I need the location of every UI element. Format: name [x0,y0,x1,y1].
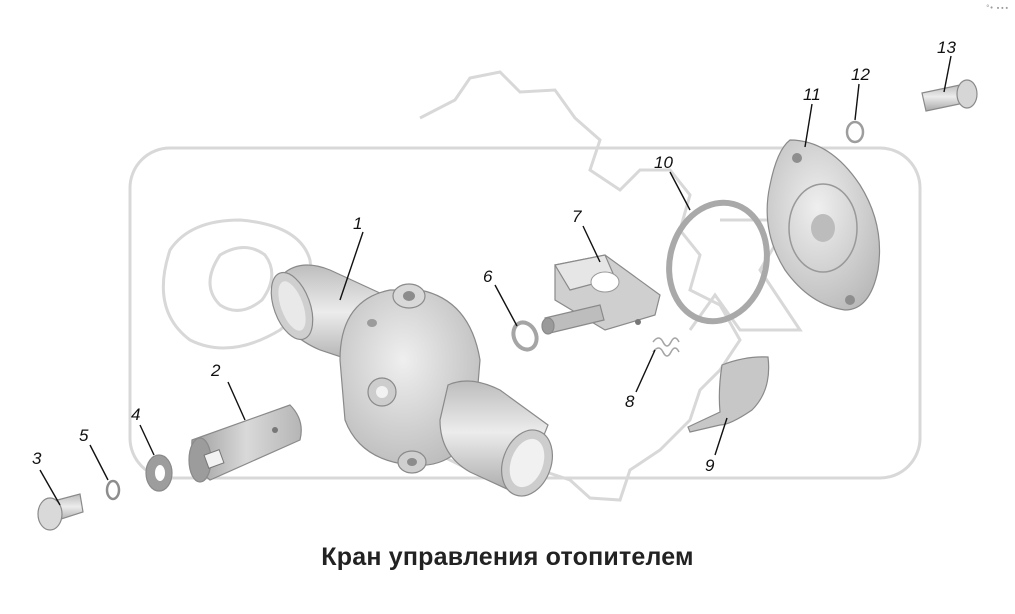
callout-2: 2 [210,361,221,380]
part-2-valve-plug [188,404,302,483]
callout-11: 11 [803,85,821,104]
callout-4: 4 [131,405,140,424]
corner-mark: °• ∙∙∙ [986,4,1009,12]
part-8-spring [652,337,680,357]
callout-10: 10 [654,153,673,172]
part-11-cover [766,139,881,311]
callout-13: 13 [937,38,956,57]
callout-numbers: 1 2 3 4 5 6 7 8 9 10 11 12 13 [32,38,956,475]
part-7-lever [541,254,661,335]
part-6-o-ring [511,320,539,352]
part-4-washer [145,454,173,492]
callout-9: 9 [705,456,715,475]
part-9-handle-plate [687,356,770,433]
callout-7: 7 [572,207,582,226]
part-1-valve-body [270,264,553,497]
callout-5: 5 [79,426,89,445]
leader-lines [39,55,952,506]
callout-3: 3 [32,449,42,468]
callout-12: 12 [851,65,870,84]
part-5-spring-washer [105,479,121,501]
part-13-bolt [921,79,978,112]
callout-1: 1 [353,214,362,233]
part-12-ring [845,120,865,144]
callout-8: 8 [625,392,635,411]
diagram-caption: Кран управления отопителем [321,543,694,571]
part-3-bolt [37,493,84,531]
part-10-gasket [666,199,770,325]
callout-6: 6 [483,267,493,286]
